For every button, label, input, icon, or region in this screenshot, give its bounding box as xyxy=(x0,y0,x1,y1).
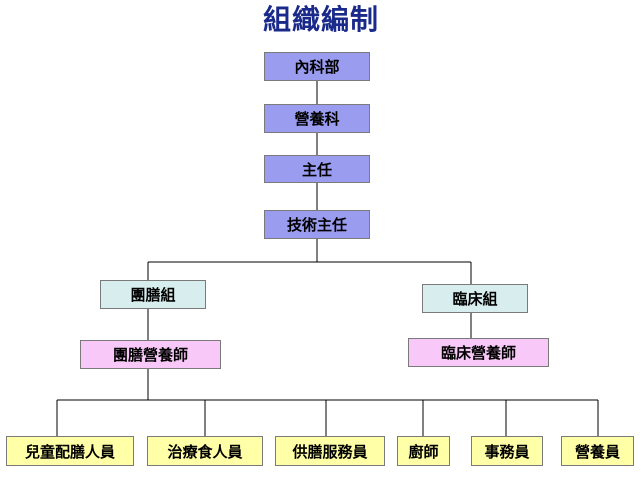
node-technical-director: 技術主任 xyxy=(264,210,370,239)
node-clinical-group: 臨床組 xyxy=(422,284,528,313)
node-food-service-group: 團膳組 xyxy=(100,280,206,309)
node-director: 主任 xyxy=(264,155,370,183)
node-nutrition-section: 營養科 xyxy=(264,104,370,133)
node-staff-meal-service: 供膳服務員 xyxy=(275,436,385,466)
node-food-service-dietitian: 團膳營養師 xyxy=(80,340,221,369)
node-clinical-dietitian: 臨床營養師 xyxy=(408,338,549,367)
node-staff-therapeutic-diet: 治療食人員 xyxy=(147,436,263,466)
chart-title: 組織編制 xyxy=(262,3,379,36)
node-staff-nutrition-assistant: 營養員 xyxy=(561,436,634,466)
node-internal-medicine-dept: 內科部 xyxy=(264,52,370,81)
node-staff-pediatric-meal: 兒童配膳人員 xyxy=(6,436,134,466)
node-staff-chef: 廚師 xyxy=(397,436,450,466)
node-staff-clerk: 事務員 xyxy=(471,436,543,466)
